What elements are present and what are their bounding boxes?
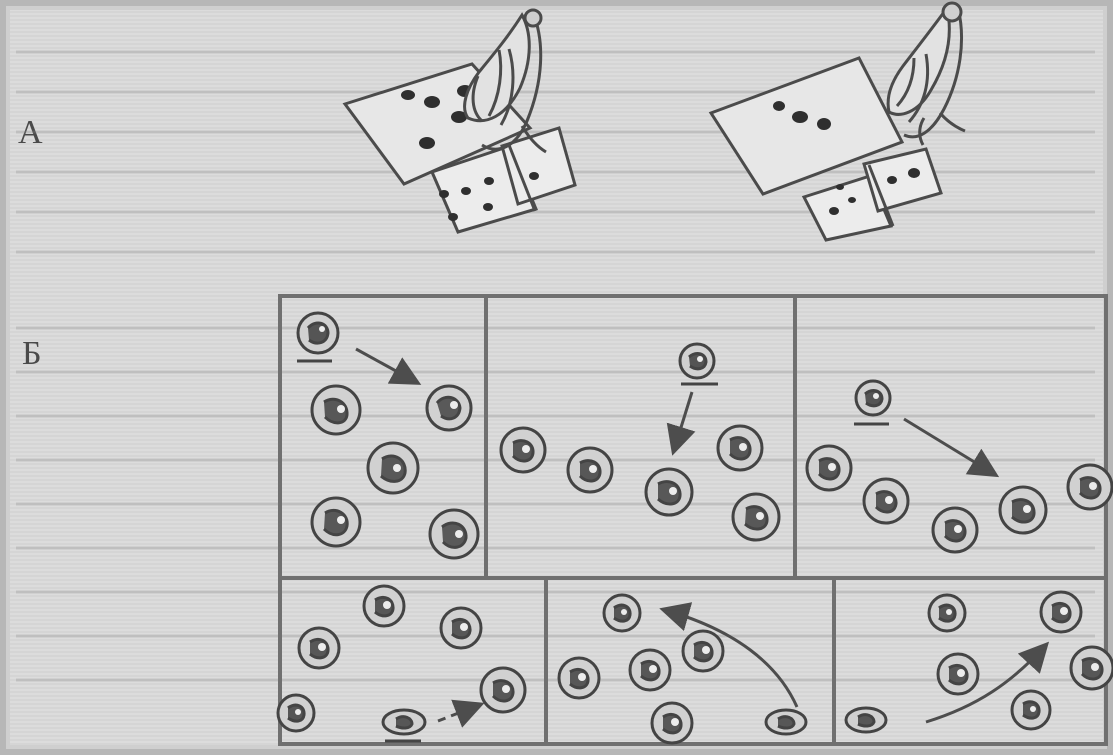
panel-1-cells: [297, 313, 478, 558]
panel-5-cells: [559, 595, 806, 743]
panel-6-cells: [846, 592, 1113, 732]
part-a-right-illustration: [711, 3, 965, 240]
panel-3-cells: [807, 381, 1112, 552]
part-a-left-illustration: [345, 10, 575, 232]
panel-4-cells: [278, 586, 525, 741]
